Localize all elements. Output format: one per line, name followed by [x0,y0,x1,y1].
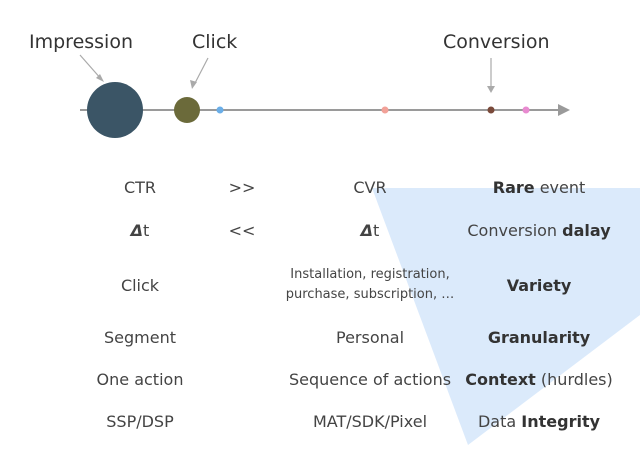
row6-col3-rest: Data [477,412,522,431]
event-dot-pink [522,106,530,114]
row5-col2: Sequence of actions [289,370,451,389]
row4-col2-text: Personal [335,328,405,347]
row2-col2-delta: Δ [360,221,374,240]
row6-col1: SSP/DSP [106,412,173,431]
row1-op: >> [229,178,256,197]
event-dot-blue [216,106,224,114]
impression-label: Impression [29,31,133,53]
click-dot [174,97,200,123]
conversion-pointer-head [487,86,495,93]
click-pointer [193,57,209,86]
row6-col1-text: SSP/DSP [106,412,174,431]
row5-col2-text: Sequence of actions [288,370,452,389]
row4-col2: Personal [336,328,404,347]
impression-dot [87,82,143,138]
row1-op-text: >> [228,178,256,197]
row3-col3: Variety [507,276,572,295]
conversion-label: Conversion [443,31,550,53]
row3-col1-text: Click [120,276,160,295]
row2-col1-text: t [143,221,150,240]
click-label: Click [192,31,238,53]
row1-col3-bold: Rare [492,178,535,197]
click-pointer-head [190,80,197,89]
row4-col3: Granularity [488,328,590,347]
row6-col2-text: MAT/SDK/Pixel [312,412,428,431]
row1-col3: Rare event [493,178,586,197]
row2-col2: Δt [361,221,380,240]
row3-col1: Click [121,276,159,295]
row2-col3: Conversion dalay [467,221,610,240]
row3-col2-line1: Installation, registration, [290,267,450,282]
row1-col2: CVR [353,178,386,197]
row2-op-text: << [228,221,256,240]
row2-op: << [229,221,256,240]
row5-col3-rest: (hurdles) [535,370,613,389]
row2-col3-rest: Conversion [467,221,563,240]
conversion-dot [487,106,495,114]
row3-col2-line2: purchase, subscription, … [285,287,455,302]
row5-col3: Context (hurdles) [465,370,613,389]
row1-col1-text: CTR [123,178,157,197]
row1-col3-rest: event [534,178,586,197]
row5-col1-text: One action [96,370,184,389]
row5-col1: One action [97,370,184,389]
row5-col3-bold: Context [465,370,536,389]
row3-col3-bold: Variety [506,276,572,295]
funnel-shape [372,188,640,445]
row6-col2: MAT/SDK/Pixel [313,412,427,431]
row2-col3-bold: dalay [562,221,611,240]
row2-col2-text: t [373,221,380,240]
row4-col1-text: Segment [104,328,176,347]
row2-col1-delta: Δ [130,221,144,240]
row1-col1: CTR [124,178,156,197]
row4-col1: Segment [104,328,176,347]
row6-col3-bold: Integrity [521,412,601,431]
row2-col1: Δt [131,221,150,240]
row1-col2-text: CVR [353,178,387,197]
row6-col3: Data Integrity [478,412,600,431]
row3-col2: Installation, registration, purchase, su… [286,265,455,305]
row4-col3-bold: Granularity [487,328,591,347]
timeline-arrowhead [558,104,570,116]
event-dot-salmon [381,106,389,114]
impression-pointer-head [96,74,104,82]
